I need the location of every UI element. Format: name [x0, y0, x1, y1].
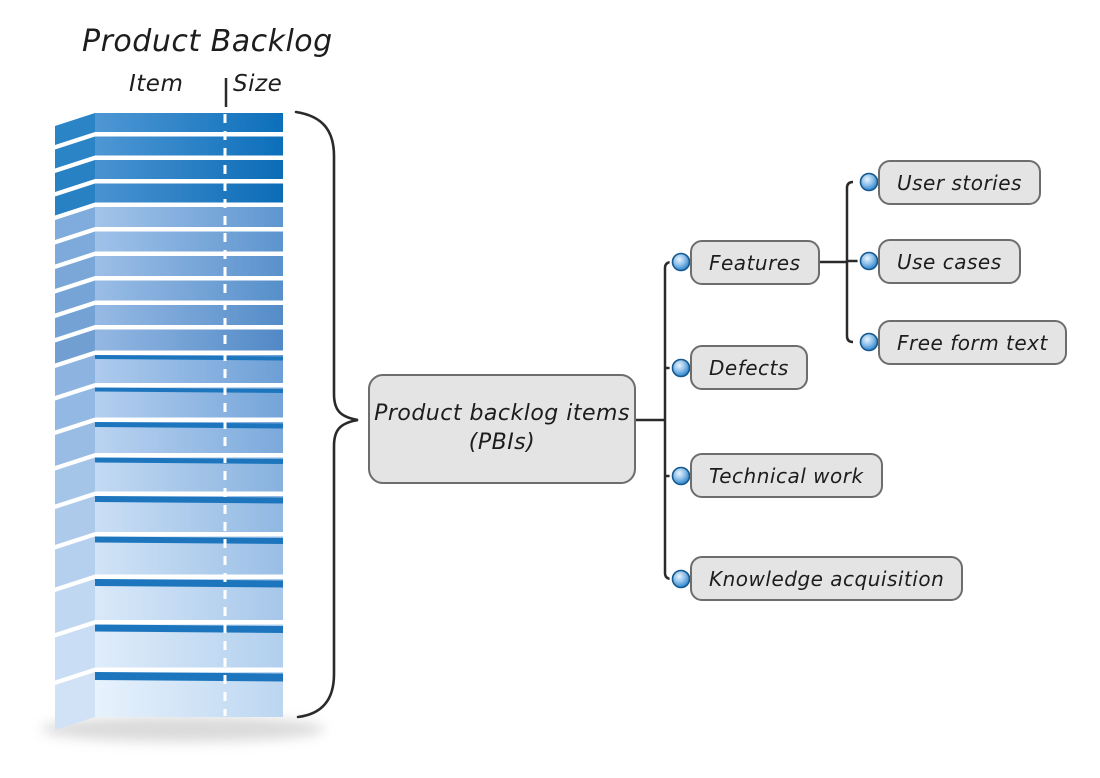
backlog-bar-side [55, 256, 95, 289]
backlog-bar-side [55, 624, 95, 681]
backlog-bar-side [55, 387, 95, 431]
node-defects: Defects [690, 345, 808, 390]
backlog-bar-top-edge [95, 457, 283, 464]
backlog-bar-top-edge [95, 422, 283, 429]
branch-dot [669, 464, 693, 488]
backlog-bar-side [55, 305, 95, 338]
node-free-form-text: Free form text [878, 320, 1067, 365]
backlog-bar-side [55, 536, 95, 588]
branch-dots [669, 170, 881, 591]
branch-dot [857, 330, 881, 354]
branch-dot [857, 249, 881, 273]
backlog-bar-side [55, 160, 95, 192]
backlog-bar-side [55, 183, 95, 216]
node-technical-work: Technical work [690, 453, 883, 498]
backlog-bar-top-edge [95, 672, 283, 682]
backlog-bar-top-edge [95, 536, 283, 544]
backlog-bar [95, 256, 283, 276]
node-use-cases: Use cases [878, 239, 1021, 284]
backlog-bar-top-edge [95, 496, 283, 504]
backlog-bar [95, 329, 283, 351]
branch-dot [857, 170, 881, 194]
backlog-stack [55, 113, 283, 730]
column-header-size: Size [233, 71, 283, 97]
backlog-bar [95, 207, 283, 227]
backlog-bar-side [55, 280, 95, 314]
node-features: Features [690, 240, 820, 285]
backlog-bar-top-edge [95, 579, 283, 588]
backlog-bar [95, 305, 283, 325]
backlog-bar [95, 160, 283, 179]
backlog-bar-side [55, 457, 95, 505]
backlog-bar-top-edge [95, 624, 283, 633]
backlog-bar [95, 113, 283, 132]
node-product-backlog-items: Product backlog items (PBIs) [368, 374, 636, 484]
backlog-bar [95, 280, 283, 301]
backlog-bar-side [55, 496, 95, 545]
brace [294, 110, 359, 719]
node-root-label-line2: (PBIs) [468, 430, 536, 455]
branch-dot [669, 250, 693, 274]
backlog-bar-side [55, 329, 95, 364]
stack-shadow [41, 716, 325, 742]
backlog-bar-side [55, 231, 95, 265]
backlog-bar-side [55, 355, 95, 396]
node-root-label-line1: Product backlog items [374, 401, 630, 427]
column-header-item: Item [129, 71, 184, 97]
backlog-bar-side [55, 113, 95, 145]
backlog-bar [95, 183, 283, 203]
backlog-bar-side [55, 136, 95, 169]
backlog-bar-side [55, 579, 95, 633]
node-user-stories: User stories [878, 160, 1041, 205]
backlog-bar-side [55, 422, 95, 466]
backlog-bar-side [55, 207, 95, 240]
stack-title: Product Backlog [82, 24, 333, 59]
connector-main-trunk [663, 260, 673, 581]
node-knowledge-acquisition: Knowledge acquisition [690, 556, 964, 601]
branch-dot [669, 567, 693, 591]
backlog-bar-top-edge [95, 387, 283, 393]
backlog-bar-top-edge [95, 355, 283, 361]
backlog-bar [95, 231, 283, 252]
backlog-bar-side [55, 672, 95, 730]
branch-dot [669, 356, 693, 380]
backlog-bar [95, 136, 283, 156]
